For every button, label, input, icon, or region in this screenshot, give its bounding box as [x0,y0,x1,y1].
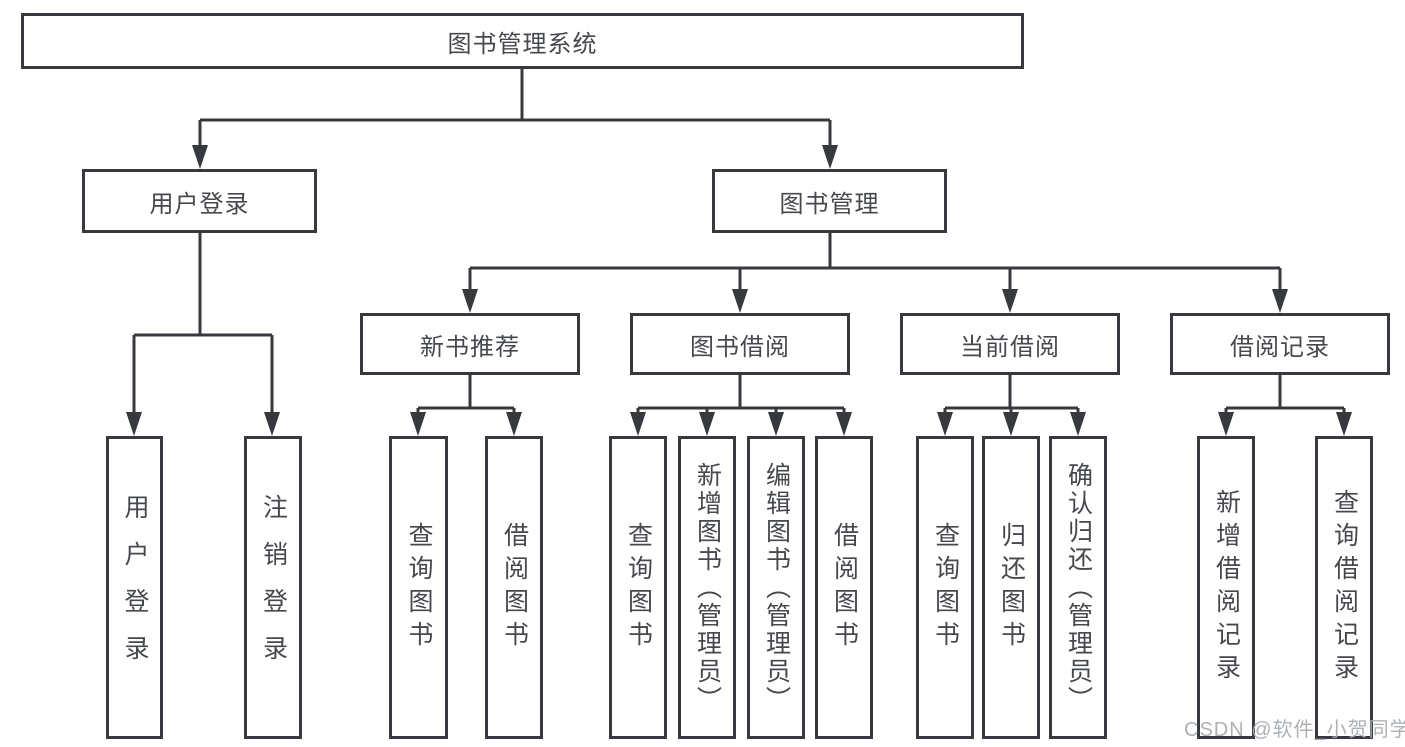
watermark: CSDN @软件_小贺同学 [1184,719,1405,741]
connector-book-borrow-branch [630,375,852,436]
node-book-management: 图书管理 [712,169,947,233]
node-label: 借阅图书 [500,521,529,654]
leaf-query-books: 查询图书 [609,436,667,739]
node-label: 查询图书 [624,521,653,654]
node-label: 归还图书 [997,521,1026,654]
node-current-borrow: 当前借阅 [900,313,1120,375]
node-user-login: 用户登录 [82,169,317,233]
node-borrow-record: 借阅记录 [1170,313,1390,375]
node-label: 注销登录 [259,493,288,682]
leaf-user-login: 用户登录 [106,436,163,739]
node-label: 查询借阅记录 [1330,488,1359,687]
leaf-add-borrow-record: 新增借阅记录 [1197,436,1255,739]
leaf-query-borrow-record: 查询借阅记录 [1315,436,1373,739]
node-label: 新增借阅记录 [1212,488,1241,687]
connector-current-borrow-branch [937,375,1086,436]
connector-borrow-record-branch [1218,375,1352,436]
leaf-add-books-admin: 新增图书（管理员） [678,436,736,739]
leaf-query-books-recommend: 查询图书 [389,436,448,739]
node-label: 当前借阅 [960,333,1060,361]
connector-book-mgmt-branch [462,233,1288,313]
leaf-query-books-current: 查询图书 [916,436,974,739]
node-label: 确认归还（管理员） [1064,461,1093,714]
connector-root-to-level1 [192,69,838,169]
node-new-book-recommend: 新书推荐 [360,313,580,375]
leaf-logout: 注销登录 [244,436,302,739]
leaf-borrow-books: 借阅图书 [815,436,873,739]
node-label: 图书管理系统 [447,30,598,58]
node-label: 新增图书（管理员） [693,461,722,714]
node-label: 图书管理 [779,190,880,218]
leaf-confirm-return-admin: 确认归还（管理员） [1049,436,1107,739]
node-book-borrow: 图书借阅 [630,313,850,375]
node-label: 查询图书 [405,521,433,654]
node-label: 图书借阅 [690,333,790,361]
node-label: 新书推荐 [420,333,520,361]
connector-user-login-branch [126,233,280,436]
leaf-borrow-books-recommend: 借阅图书 [485,436,543,739]
leaf-edit-books-admin: 编辑图书（管理员） [747,436,805,739]
node-label: 借阅图书 [830,521,859,654]
node-label: 查询图书 [931,521,960,654]
node-label: 编辑图书（管理员） [762,461,791,714]
node-label: 用户登录 [149,190,250,218]
connector-new-book-branch [410,375,522,436]
node-library-system: 图书管理系统 [21,13,1024,69]
leaf-return-books: 归还图书 [982,436,1040,739]
node-label: 借阅记录 [1230,333,1330,361]
node-label: 用户登录 [121,493,149,682]
